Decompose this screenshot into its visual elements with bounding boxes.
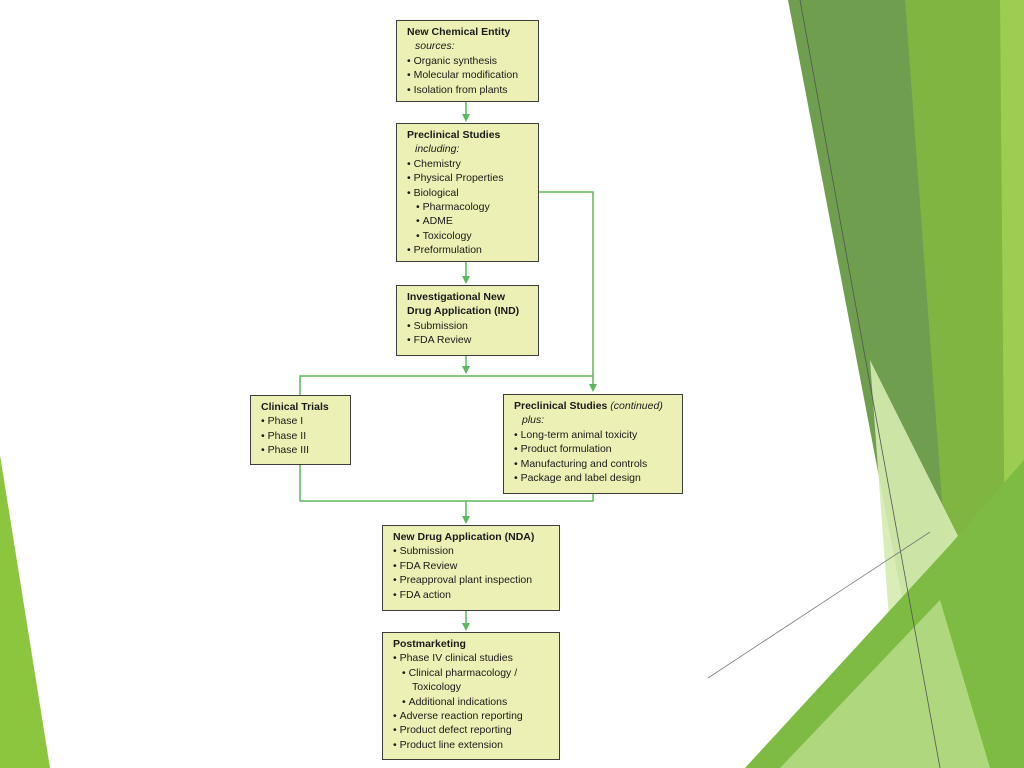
list-item: Long-term animal toxicity (514, 428, 676, 442)
list-item: FDA Review (407, 333, 532, 347)
list-item: Isolation from plants (407, 83, 532, 97)
list-item: Product line extension (393, 738, 553, 752)
list-item: Submission (407, 319, 532, 333)
list-item: FDA action (393, 588, 553, 602)
list-item: Submission (393, 544, 553, 558)
sub-list-item: ADME (407, 214, 532, 228)
post-list: Phase IV clinical studies Clinical pharm… (393, 651, 553, 752)
arrow-preclinical-to-continued (539, 191, 597, 392)
nda-box: New Drug Application (NDA) Submission FD… (382, 525, 560, 611)
list-item: Phase III (261, 443, 344, 457)
thin-guide-line-1 (799, 0, 941, 768)
list-item: Manufacturing and controls (514, 457, 676, 471)
list-item: Molecular modification (407, 68, 532, 82)
sub-list-item: Pharmacology (407, 200, 532, 214)
nce-subtitle: sources: (415, 40, 455, 53)
thin-guide-line-2 (707, 531, 931, 679)
list-item: Package and label design (514, 471, 676, 485)
clinical-trials-box: Clinical Trials Phase I Phase II Phase I… (250, 395, 351, 465)
list-item: Chemistry (407, 157, 532, 171)
clinical-title: Clinical Trials (261, 401, 329, 413)
nce-title: New Chemical Entity (407, 26, 511, 38)
list-item: Phase II (261, 429, 344, 443)
list-item: Product formulation (514, 442, 676, 456)
postmarketing-box: Postmarketing Phase IV clinical studies … (382, 632, 560, 760)
list-item: Adverse reaction reporting (393, 709, 553, 723)
preclinical-continued-subtitle: plus: (522, 414, 545, 427)
list-item: Product defect reporting (393, 723, 553, 737)
nda-list: Submission FDA Review Preapproval plant … (393, 544, 553, 602)
preclinical-studies-box: Preclinical Studies including: Chemistry… (396, 123, 539, 262)
continued-note: (continued) (610, 400, 663, 412)
line-ind-to-clinical (299, 375, 593, 395)
right-mid-green-band (905, 0, 1005, 610)
sub-list-item: Toxicology (407, 229, 532, 243)
list-item: Organic synthesis (407, 54, 532, 68)
new-chemical-entity-box: New Chemical Entity sources: Organic syn… (396, 20, 539, 102)
ind-title-line2: Drug Application (IND) (407, 305, 520, 318)
preclinical-subtitle: including: (415, 143, 460, 156)
list-item: Preapproval plant inspection (393, 573, 553, 587)
sub-list-item: Clinical pharmacology / (393, 666, 553, 680)
list-item: FDA Review (393, 559, 553, 573)
list-item: Physical Properties (407, 171, 532, 185)
list-item: Phase I (261, 414, 344, 428)
nce-list: Organic synthesis Molecular modification… (407, 54, 532, 97)
clinical-list: Phase I Phase II Phase III (261, 414, 344, 457)
line-clinical-to-nda (299, 465, 466, 502)
sub-list-item: Additional indications (393, 695, 553, 709)
left-green-wedge (0, 455, 50, 768)
ind-box: Investigational New Drug Application (IN… (396, 285, 539, 356)
ind-title-line1: Investigational New (407, 291, 506, 303)
preclinical-continued-box: Preclinical Studies (continued) plus: Lo… (503, 394, 683, 494)
list-item: Biological (407, 186, 532, 200)
preclinical-list: Chemistry Physical Properties Biological… (407, 157, 532, 258)
ind-list: Submission FDA Review (407, 319, 532, 348)
line-continued-to-nda (466, 494, 594, 502)
preclinical-continued-list: Long-term animal toxicity Product formul… (514, 428, 676, 486)
preclinical-continued-title-text: Preclinical Studies (514, 400, 608, 412)
preclinical-title: Preclinical Studies (407, 129, 501, 141)
bottom-pale-wedge (780, 600, 990, 768)
nda-title: New Drug Application (NDA) (393, 531, 535, 543)
list-item: Phase IV clinical studies (393, 651, 553, 665)
list-item: Preformulation (407, 243, 532, 257)
preclinical-continued-title: Preclinical Studies (continued) (514, 399, 676, 413)
post-title: Postmarketing (393, 638, 466, 650)
sub-list-item-continuation: Toxicology (412, 681, 462, 694)
